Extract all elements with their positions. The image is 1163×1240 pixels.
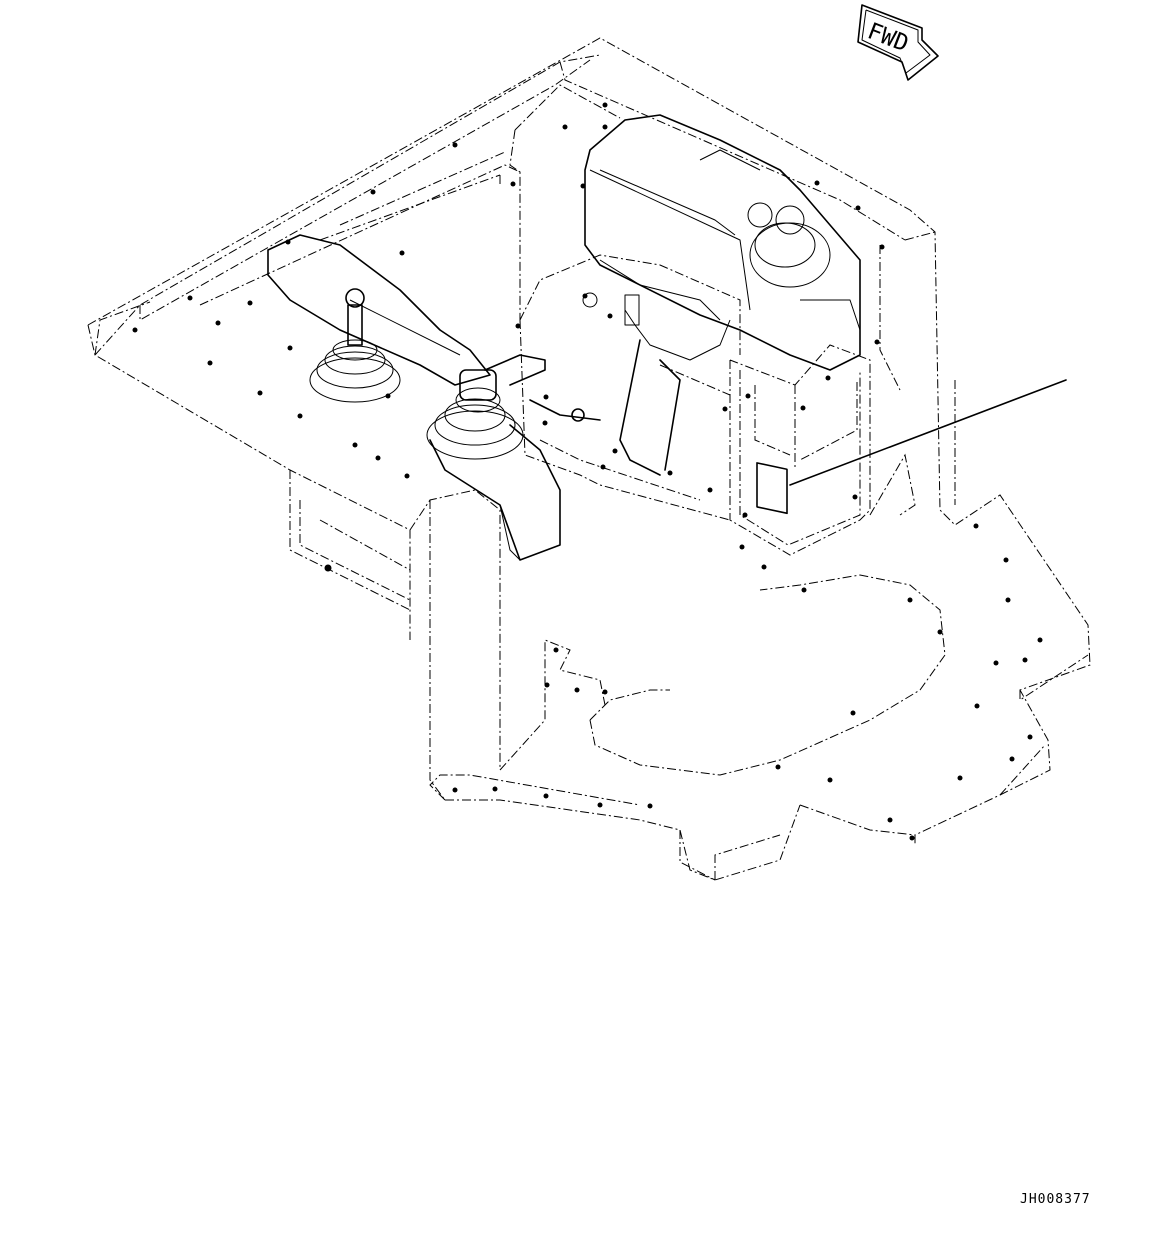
label-plate: [756, 462, 788, 515]
fwd-label: FWD: [864, 18, 912, 57]
left-joystick: [309, 288, 401, 403]
drawing-reference-code: JH008377: [1020, 1192, 1091, 1207]
leader-line: [789, 379, 1067, 486]
left-armrest: [267, 234, 491, 386]
rear-deck-outline: [87, 37, 1091, 845]
right-joystick: [426, 354, 546, 460]
relay-box: [584, 114, 861, 371]
bolt-holes: [132, 102, 1043, 841]
right-side-panel: [519, 254, 871, 556]
floor-plate-outline: [87, 301, 1089, 881]
right-console: [429, 424, 561, 561]
fwd-arrow-outline: [857, 4, 939, 81]
fwd-direction-badge: FWD: [857, 4, 939, 81]
cable-harness: [529, 259, 731, 476]
